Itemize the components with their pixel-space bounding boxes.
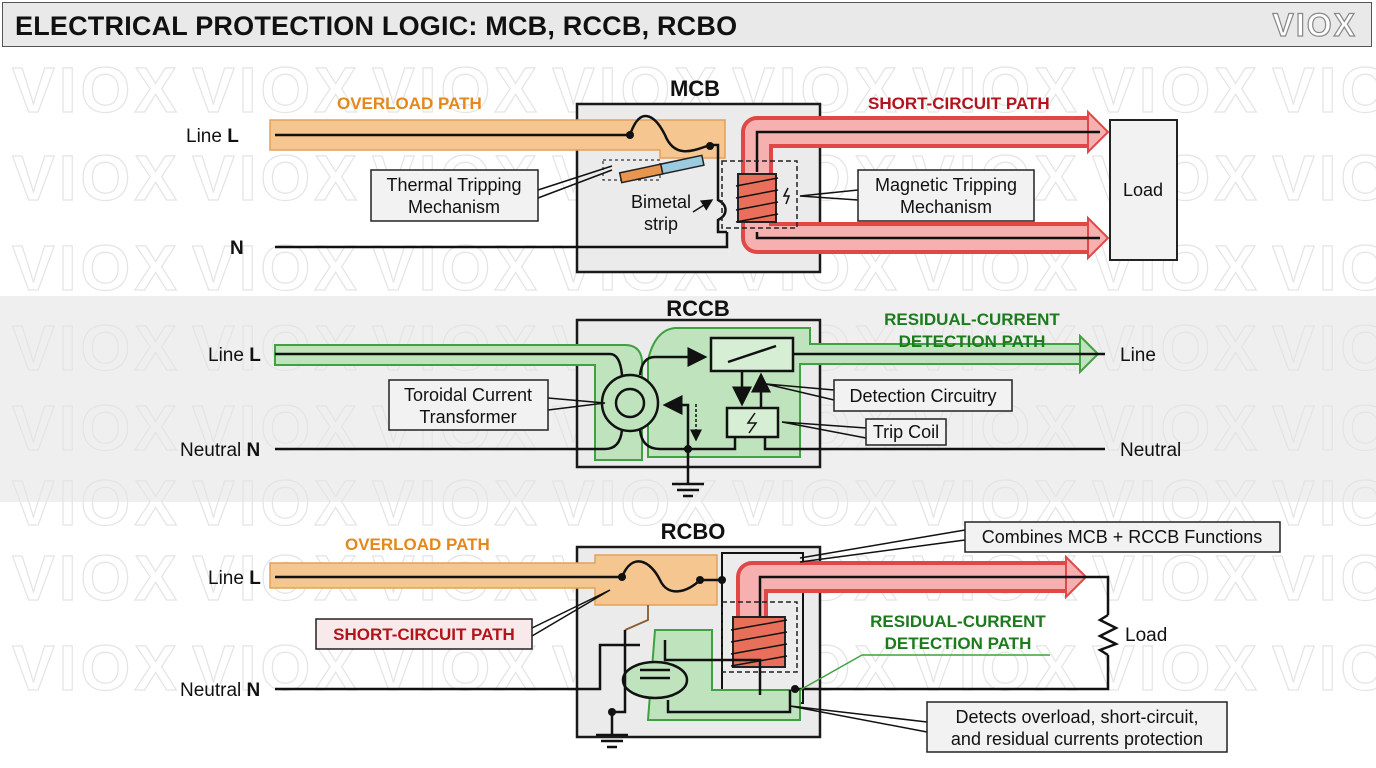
watermark-text: VIOX xyxy=(1092,632,1261,704)
magnetic-line1: Magnetic Tripping xyxy=(875,175,1017,195)
detects-callout xyxy=(926,701,1228,753)
watermark-text: VIOX xyxy=(12,632,181,704)
mcb-neutral-label: N xyxy=(230,238,244,259)
bimetal-line2: strip xyxy=(644,214,678,234)
mcb-title: MCB xyxy=(670,76,720,101)
watermark-text: VIOX xyxy=(1272,392,1376,464)
watermark-text: VIOX xyxy=(1272,542,1376,614)
toroid-line2: Transformer xyxy=(419,407,516,427)
watermark-text: VIOX xyxy=(12,142,181,214)
watermark-text: VIOX xyxy=(912,632,1081,704)
mcb-line-wire xyxy=(275,114,727,234)
rccb-residual-line2: DETECTION PATH xyxy=(899,332,1046,351)
trip-spark-icon xyxy=(782,187,791,205)
load-resistor-icon xyxy=(1097,613,1120,657)
watermark-text: VIOX xyxy=(1272,54,1376,126)
watermark-text: VIOX xyxy=(12,312,181,384)
watermark-text: VIOX xyxy=(12,392,181,464)
watermark-text: VIOX xyxy=(1092,392,1261,464)
mcb-overload-path xyxy=(269,119,726,159)
watermark-text: VIOX xyxy=(1092,312,1261,384)
watermark-text: VIOX xyxy=(192,232,361,304)
magnetic-coil xyxy=(735,173,779,223)
watermark-text: VIOX xyxy=(192,467,361,539)
watermark-text: VIOX xyxy=(372,54,541,126)
title-bar: ELECTRICAL PROTECTION LOGIC: MCB, RCCB, … xyxy=(2,2,1372,47)
rccb-ground-icon xyxy=(672,449,704,498)
rcbo-neutral-label: Neutral N xyxy=(180,680,260,701)
rcbo-short-circuit-path xyxy=(736,554,1110,630)
magnetic-tripping-callout xyxy=(857,169,1035,222)
rccb-line-out: Line xyxy=(1120,345,1156,366)
mcb-load-label: Load xyxy=(1123,180,1163,200)
mcb-load-box xyxy=(1109,119,1178,261)
detection-label: Detection Circuitry xyxy=(849,386,996,406)
rcbo-load-label: Load xyxy=(1125,625,1167,646)
watermark-text: VIOX xyxy=(12,54,181,126)
watermark-text: VIOX xyxy=(192,54,361,126)
watermark-text: VIOX xyxy=(12,232,181,304)
watermark-text: VIOX xyxy=(372,232,541,304)
combines-label: Combines MCB + RCCB Functions xyxy=(982,527,1263,547)
bimetal-strip xyxy=(618,154,705,184)
watermark-text: VIOX xyxy=(1272,467,1376,539)
watermark-text: VIOX xyxy=(1092,542,1261,614)
watermark-text: VIOX xyxy=(1272,142,1376,214)
mcb-neutral-wire xyxy=(275,232,729,249)
rcbo-overload-label: OVERLOAD PATH xyxy=(345,535,490,554)
rcbo-transformer-icon xyxy=(621,660,689,700)
rccb-line-label: Line L xyxy=(208,345,261,366)
toroid-callout xyxy=(388,379,549,431)
mcb-short-circuit-label: SHORT-CIRCUIT PATH xyxy=(868,94,1050,113)
thermal-tripping-callout xyxy=(370,169,539,222)
trip-coil-label: Trip Coil xyxy=(873,422,939,442)
rcbo-short-circuit-callout xyxy=(315,618,533,650)
watermark-text: VIOX xyxy=(192,392,361,464)
viox-logo: VIOX xyxy=(1272,6,1357,43)
rccb-section: RCCB RESIDUAL-CURRENT DETECTION PATH Tor… xyxy=(180,296,1181,498)
rcbo-residual-line1: RESIDUAL-CURRENT xyxy=(870,612,1046,631)
watermark-text: VIOX xyxy=(192,142,361,214)
rcbo-ground-icon xyxy=(596,630,628,749)
rcbo-residual-line2: DETECTION PATH xyxy=(885,634,1032,653)
toroid-line1: Toroidal Current xyxy=(404,385,532,405)
watermark-text: VIOX xyxy=(732,467,901,539)
detects-line1: Detects overload, short-circuit, xyxy=(955,707,1198,727)
rcbo-title: RCBO xyxy=(661,519,726,544)
combines-callout xyxy=(964,521,1281,553)
watermark-text: VIOX xyxy=(1272,232,1376,304)
thermal-line2: Mechanism xyxy=(408,197,500,217)
detection-circuitry-box xyxy=(709,336,795,373)
rcbo-short-circuit-label: SHORT-CIRCUIT PATH xyxy=(333,625,515,644)
page-title: ELECTRICAL PROTECTION LOGIC: MCB, RCCB, … xyxy=(15,11,738,41)
watermark-text: VIOX xyxy=(552,467,721,539)
watermark-text: VIOX xyxy=(12,542,181,614)
watermark-text: VIOX xyxy=(1272,632,1376,704)
rccb-neutral-out: Neutral xyxy=(1120,440,1181,461)
rcbo-section: RCBO OVERLOAD PATH SHORT-CIRCUIT PATH xyxy=(180,519,1281,753)
watermark-text: VIOX xyxy=(372,467,541,539)
mcb-section: MCB OVERLOAD PATH SHORT-CIRCUIT PATH xyxy=(186,76,1178,274)
rcbo-coil xyxy=(730,616,788,668)
rcbo-line-label: Line L xyxy=(208,568,261,589)
mcb-line-label: Line L xyxy=(186,126,239,147)
mcb-overload-label: OVERLOAD PATH xyxy=(337,94,482,113)
rccb-title: RCCB xyxy=(666,296,730,321)
watermark-text: VIOX xyxy=(912,54,1081,126)
trip-coil-callout xyxy=(865,418,947,446)
detects-line2: and residual currents protection xyxy=(951,729,1203,749)
thermal-line1: Thermal Tripping xyxy=(386,175,521,195)
watermark-text: VIOX xyxy=(1272,312,1376,384)
detection-circuitry-callout xyxy=(833,379,1013,412)
watermark-text: VIOX xyxy=(12,467,181,539)
watermark-text: VIOX xyxy=(1092,54,1261,126)
bimetal-line1: Bimetal xyxy=(631,192,691,212)
magnetic-line2: Mechanism xyxy=(900,197,992,217)
rccb-neutral-label: Neutral N xyxy=(180,440,260,461)
trip-coil-box xyxy=(725,406,780,439)
rccb-residual-line1: RESIDUAL-CURRENT xyxy=(884,310,1060,329)
